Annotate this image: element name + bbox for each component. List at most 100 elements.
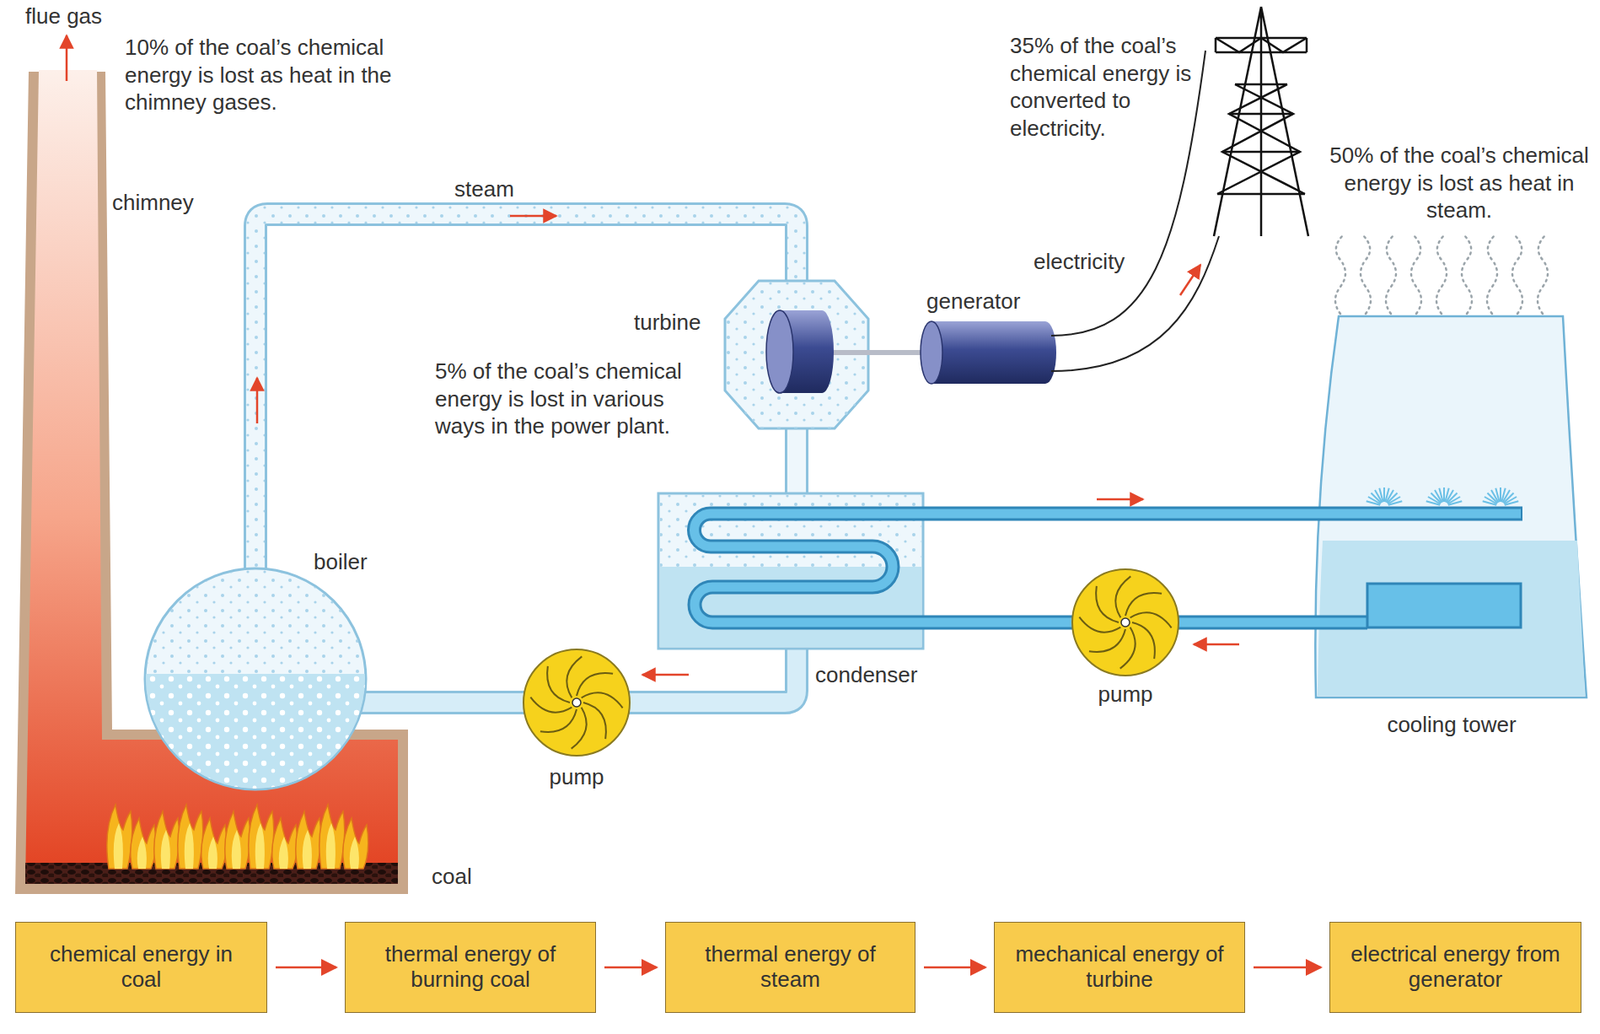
part-label: boiler — [313, 547, 368, 576]
flame-core — [113, 822, 124, 869]
energy-stage-box: chemical energy in coal — [15, 921, 268, 1013]
flame-core — [161, 829, 171, 869]
exhaust-pipe-inner — [787, 421, 806, 498]
flow-arrow — [275, 966, 337, 969]
energy-note: 50% of the coal’s chemical energy is los… — [1328, 141, 1590, 225]
plume-line — [1360, 234, 1371, 314]
spray-jet — [1438, 488, 1443, 502]
boiler-bubbles — [143, 673, 371, 792]
flame — [201, 817, 227, 869]
flame — [130, 817, 156, 869]
flame-core — [184, 822, 194, 869]
turbine-rotor-face — [766, 310, 794, 393]
flow-arrow — [1253, 966, 1321, 969]
flame — [225, 810, 251, 869]
pylon — [1213, 6, 1309, 237]
impeller-blade — [581, 692, 623, 708]
spray-jet — [1379, 488, 1383, 502]
spray-jet — [1443, 487, 1445, 502]
exhaust-pipe — [784, 421, 809, 498]
spray-jet — [1388, 500, 1402, 505]
spray-jet — [1499, 487, 1502, 502]
plume-line — [1537, 234, 1548, 314]
chimney-flue — [25, 69, 398, 884]
impeller-blade — [530, 697, 572, 713]
generator-face — [920, 321, 943, 384]
plume-line — [1461, 234, 1472, 314]
spray-jet — [1448, 500, 1462, 505]
spray-jet — [1383, 487, 1386, 502]
part-label: pump — [548, 762, 604, 791]
impeller-blade — [1130, 612, 1172, 628]
stage-text: thermal energy of burning coal — [361, 941, 580, 993]
stage-text: chemical energy in coal — [32, 941, 251, 993]
flow-arrow — [65, 35, 69, 81]
boiler-water — [143, 673, 371, 792]
boiler-steam — [143, 568, 371, 675]
impeller-blade — [571, 707, 587, 749]
part-label: flue gas — [25, 2, 103, 31]
part-label: coal — [431, 862, 473, 891]
flow-arrow — [510, 214, 557, 218]
plume-line — [1385, 234, 1396, 314]
stage-text: thermal energy of steam — [681, 941, 899, 993]
flow-arrow — [1193, 643, 1240, 646]
flame — [272, 817, 298, 869]
spray-jet — [1504, 500, 1519, 505]
flow-arrow — [604, 966, 657, 969]
stage-text: mechanical energy of turbine — [1010, 941, 1229, 993]
energy-stage-box: thermal energy of steam — [665, 921, 916, 1013]
flame-core — [349, 836, 360, 869]
flame — [248, 804, 274, 869]
flames — [107, 804, 369, 869]
spray-jet — [1495, 488, 1499, 502]
energy-stage-box: thermal energy of burning coal — [344, 921, 596, 1013]
generator-body — [931, 321, 1046, 384]
part-label: steam — [454, 175, 515, 204]
part-label: electricity — [1033, 247, 1125, 276]
plume-line — [1411, 234, 1422, 314]
pump — [1072, 569, 1179, 676]
energy-note: 35% of the coal’s chemical energy is con… — [1009, 32, 1203, 142]
tower-intake — [1367, 583, 1521, 628]
part-label: pump — [1097, 680, 1153, 709]
flame — [154, 810, 180, 869]
flame — [343, 817, 369, 869]
energy-note: 5% of the coal’s chemical energy is lost… — [434, 357, 719, 441]
flame-core — [302, 829, 312, 869]
part-label: cooling tower — [1386, 710, 1516, 739]
energy-stage-box: mechanical energy of turbine — [993, 921, 1246, 1013]
flame — [177, 804, 204, 869]
part-label: condenser — [815, 660, 918, 689]
plume-line — [1512, 234, 1523, 314]
plume-line — [1487, 234, 1498, 314]
water-spray — [1366, 487, 1520, 505]
energy-note: 10% of the coal’s chemical energy is los… — [124, 33, 446, 117]
flame-core — [208, 836, 218, 869]
flame-core — [326, 822, 336, 869]
flame-core — [231, 829, 242, 869]
shaft — [826, 349, 932, 355]
flow-arrow — [1180, 264, 1201, 296]
pump — [523, 649, 630, 756]
flow-arrow — [923, 966, 986, 969]
flow-arrow — [256, 377, 259, 424]
flame-core — [137, 836, 147, 869]
flame-core — [255, 822, 265, 869]
flow-arrow — [1096, 498, 1144, 501]
part-label: chimney — [112, 188, 194, 217]
flame — [295, 810, 322, 869]
flame — [107, 804, 133, 869]
steam-plume — [1335, 234, 1548, 314]
stage-text: electrical energy from generator — [1346, 941, 1565, 993]
plume-line — [1436, 234, 1447, 314]
energy-stage-box: electrical energy from generator — [1329, 921, 1582, 1013]
impeller-blade — [1115, 575, 1131, 618]
plume-line — [1335, 234, 1346, 314]
flow-arrow — [642, 673, 689, 677]
flame-core — [279, 836, 289, 869]
impeller-blade — [566, 655, 582, 698]
part-label: turbine — [633, 308, 702, 337]
impeller-blade — [1079, 617, 1121, 633]
